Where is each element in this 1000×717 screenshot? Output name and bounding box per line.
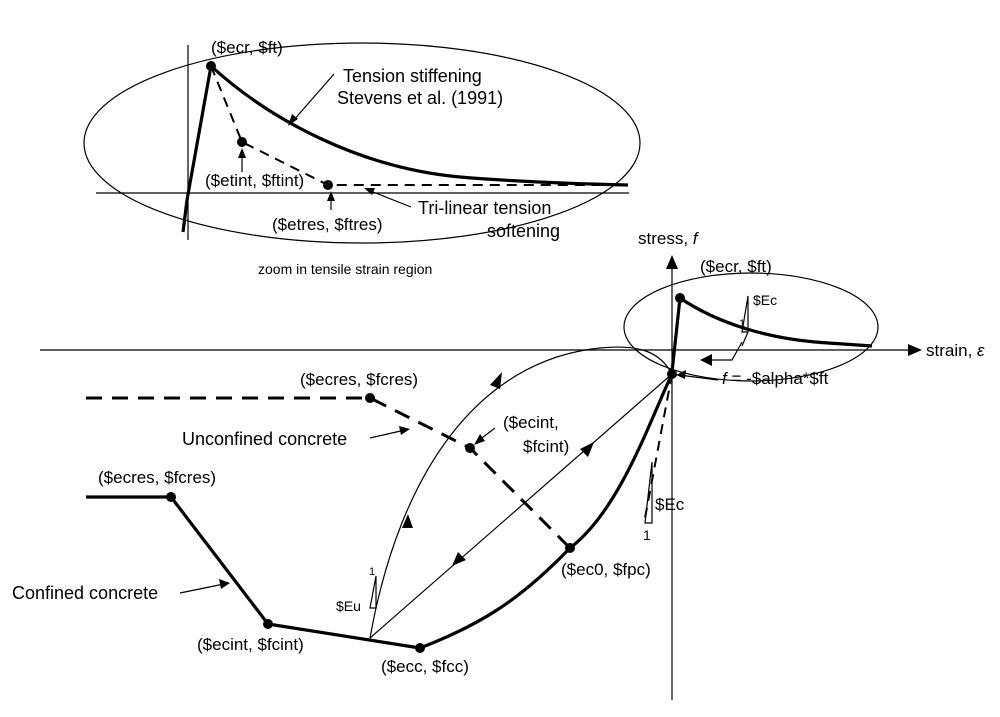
inset-peak-label: ($ecr, $ft) xyxy=(211,38,283,57)
confined-leader-arrow xyxy=(219,579,230,589)
tension-zone-ellipse xyxy=(623,272,879,382)
confined-peak-point xyxy=(415,643,425,653)
confined-envelope xyxy=(86,373,674,650)
eu-triangle xyxy=(369,575,377,609)
inset-tension-stiffening-curve xyxy=(209,64,629,187)
inset-residual-label: ($etres, $ftres) xyxy=(272,215,383,234)
inset-caption: zoom in tensile strain region xyxy=(258,261,432,277)
reload-curve xyxy=(369,346,673,639)
stiffening-label-line1: Tension stiffening xyxy=(343,66,482,86)
unconfined-peak-point xyxy=(565,543,575,553)
unconfined-leader xyxy=(369,429,406,439)
reload-leader xyxy=(678,374,719,381)
stiffening-label-line2: Stevens et al. (1991) xyxy=(337,88,503,108)
residual-leader-arrow xyxy=(327,191,335,201)
tension-peak-label: ($ecr, $ft) xyxy=(700,257,772,276)
softening-leader-arrow xyxy=(364,188,375,195)
inset-tension-softening-curve xyxy=(210,65,628,186)
ec-one: 1 xyxy=(643,527,651,543)
reload-label: f = -$alpha*$ft xyxy=(722,369,829,388)
softening-leader xyxy=(367,189,412,208)
confined-leader xyxy=(179,583,225,594)
unconfined-int-arrow xyxy=(474,434,485,445)
tension-zoom-inset: ($ecr, $ft) Tension stiffening Stevens e… xyxy=(83,38,641,277)
tension-stiffening-branch xyxy=(679,296,873,348)
inset-peak-point xyxy=(206,61,216,71)
eu-label: $Eu xyxy=(336,598,361,614)
inset-residual-point xyxy=(323,180,333,190)
inset-intermediate-point xyxy=(237,137,247,147)
strain-axis-label: strain, ε xyxy=(926,341,985,360)
reload-curve-arrow-2 xyxy=(490,372,502,389)
unconfined-int-label-line1: ($ecint, xyxy=(503,413,559,432)
confined-intermediate-point xyxy=(263,619,273,629)
strain-axis-arrow xyxy=(908,344,922,356)
unconfined-int-label-line2: $fcint) xyxy=(523,437,569,456)
ec-triangle xyxy=(644,461,653,524)
unconfined-leader-arrow xyxy=(399,426,410,435)
inset-ellipse xyxy=(83,42,641,244)
tension-linear-branch xyxy=(670,297,682,373)
unload-line xyxy=(369,373,673,639)
reload-leader-arrow xyxy=(676,370,686,379)
confined-peak-label: ($ecc, $fcc) xyxy=(381,657,469,676)
reload-curve-arrow-1 xyxy=(402,514,413,528)
ec-line xyxy=(644,373,673,519)
confined-residual-point xyxy=(166,492,176,502)
unconfined-label: Unconfined concrete xyxy=(182,429,347,449)
softening-label-line1: Tri-linear tension xyxy=(418,198,551,218)
ec-label: $Ec xyxy=(655,495,685,514)
unconfined-peak-label: ($ec0, $fpc) xyxy=(561,560,651,579)
main-axes: stress, f strain, ε xyxy=(40,229,985,700)
intermediate-leader-arrow xyxy=(238,148,246,158)
tension-peak-point xyxy=(675,293,685,303)
ec-small-one: 1 xyxy=(739,318,745,330)
unconfined-residual-point xyxy=(365,393,375,403)
inset-compression-branch xyxy=(181,65,213,233)
tension-unload-line xyxy=(741,331,749,347)
unconfined-envelope xyxy=(86,396,572,550)
eu-one: 1 xyxy=(369,566,375,578)
inset-intermediate-label: ($etint, $ftint) xyxy=(205,171,304,190)
stiffening-leader xyxy=(292,73,335,122)
stress-axis-arrow xyxy=(666,255,678,269)
confined-residual-label: ($ecres, $fcres) xyxy=(98,468,216,487)
unload-arrow-2 xyxy=(452,552,466,566)
confined-int-label: ($ecint, $fcint) xyxy=(197,635,304,654)
unload-reload-loop-tension xyxy=(706,341,743,361)
unconfined-intermediate-point xyxy=(465,443,475,453)
ec-small-label: $Ec xyxy=(753,292,777,308)
tension-zone: ($ecr, $ft) $Ec 1 f = -$alpha*$ft xyxy=(623,257,879,388)
unconfined-residual-label: ($ecres, $fcres) xyxy=(300,370,418,389)
confined-label: Confined concrete xyxy=(12,583,158,603)
softening-label-line2: softening xyxy=(487,221,560,241)
ec-small-triangle xyxy=(741,295,749,333)
compression-curves: $Ec 1 $Eu 1 ($ecres, $fcres) Unconfined … xyxy=(12,346,685,676)
stress-axis-label: stress, f xyxy=(638,229,700,248)
unload-reload-arrow xyxy=(700,354,712,366)
unload-arrow-1 xyxy=(580,442,594,457)
stiffening-leader-arrow xyxy=(288,114,298,126)
